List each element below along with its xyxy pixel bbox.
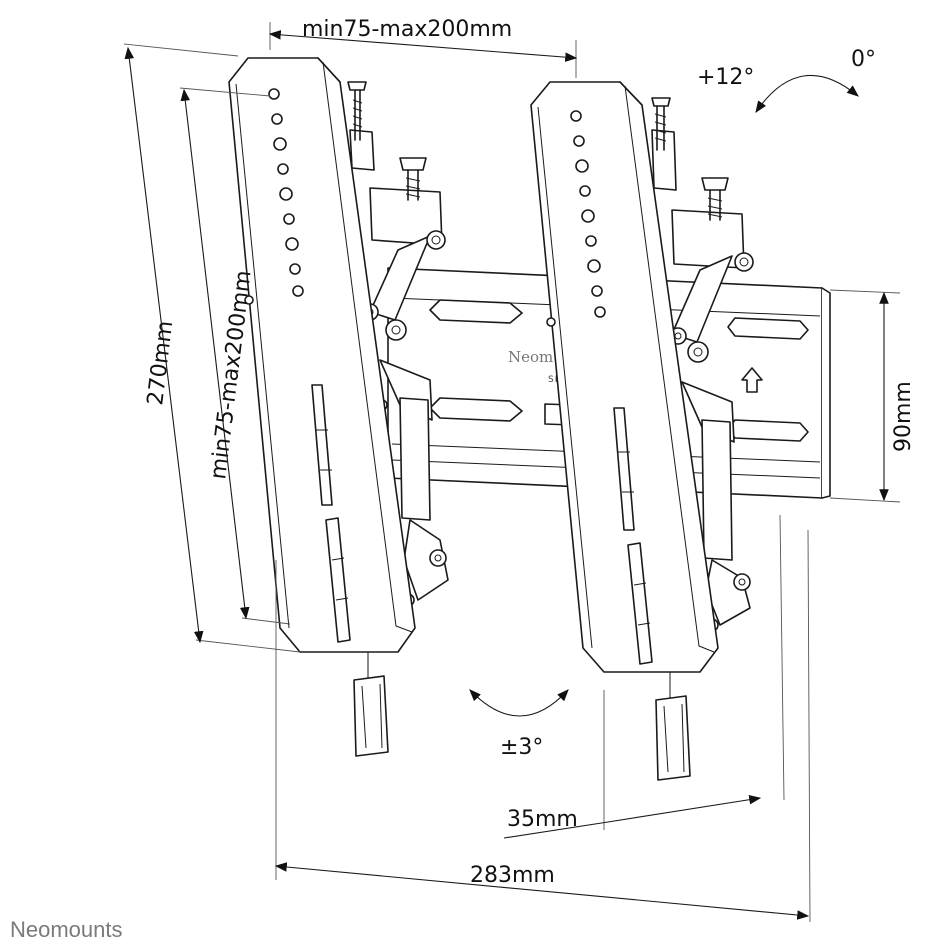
tilt-indicator: +12° 0°	[697, 47, 876, 113]
bracket-slot	[613, 407, 635, 531]
label-vesa-height: min75-max200mm	[206, 269, 256, 481]
brand-logo: Neomounts	[10, 917, 123, 942]
right-bracket	[530, 81, 719, 673]
bracket-slot	[627, 542, 653, 665]
rail-slot	[429, 299, 523, 324]
screw-icon	[701, 177, 729, 191]
label-total-height: 270mm	[143, 319, 178, 406]
left-bracket	[228, 57, 416, 653]
plate-brand: Neom	[508, 348, 553, 366]
left-arm-mechanism	[347, 81, 449, 607]
right-arm-mechanism	[651, 97, 754, 632]
screw-icon	[651, 97, 671, 107]
screw-icon	[399, 157, 427, 171]
label-depth: 35mm	[507, 807, 578, 832]
dim-depth: 35mm	[503, 514, 785, 839]
dim-total-width: 283mm	[274, 529, 811, 923]
label-tilt-zero: 0°	[851, 47, 876, 72]
label-top-width: min75-max200mm	[302, 17, 512, 42]
label-tilt-up: +12°	[697, 65, 754, 90]
label-roll: ±3°	[500, 735, 543, 760]
label-total-width: 283mm	[470, 863, 555, 888]
screw-icon	[347, 81, 367, 91]
bracket-slot	[311, 384, 333, 506]
right-safety-lock	[655, 672, 691, 781]
left-safety-lock	[353, 652, 389, 757]
rail-slot	[727, 317, 809, 340]
up-arrow-icon	[741, 367, 763, 393]
dim-rail-height: 90mm	[829, 289, 916, 503]
bracket-slot	[325, 517, 351, 643]
roll-indicator: ±3°	[469, 689, 569, 760]
label-rail-height: 90mm	[891, 381, 916, 452]
dim-top-width: min75-max200mm	[268, 17, 578, 78]
